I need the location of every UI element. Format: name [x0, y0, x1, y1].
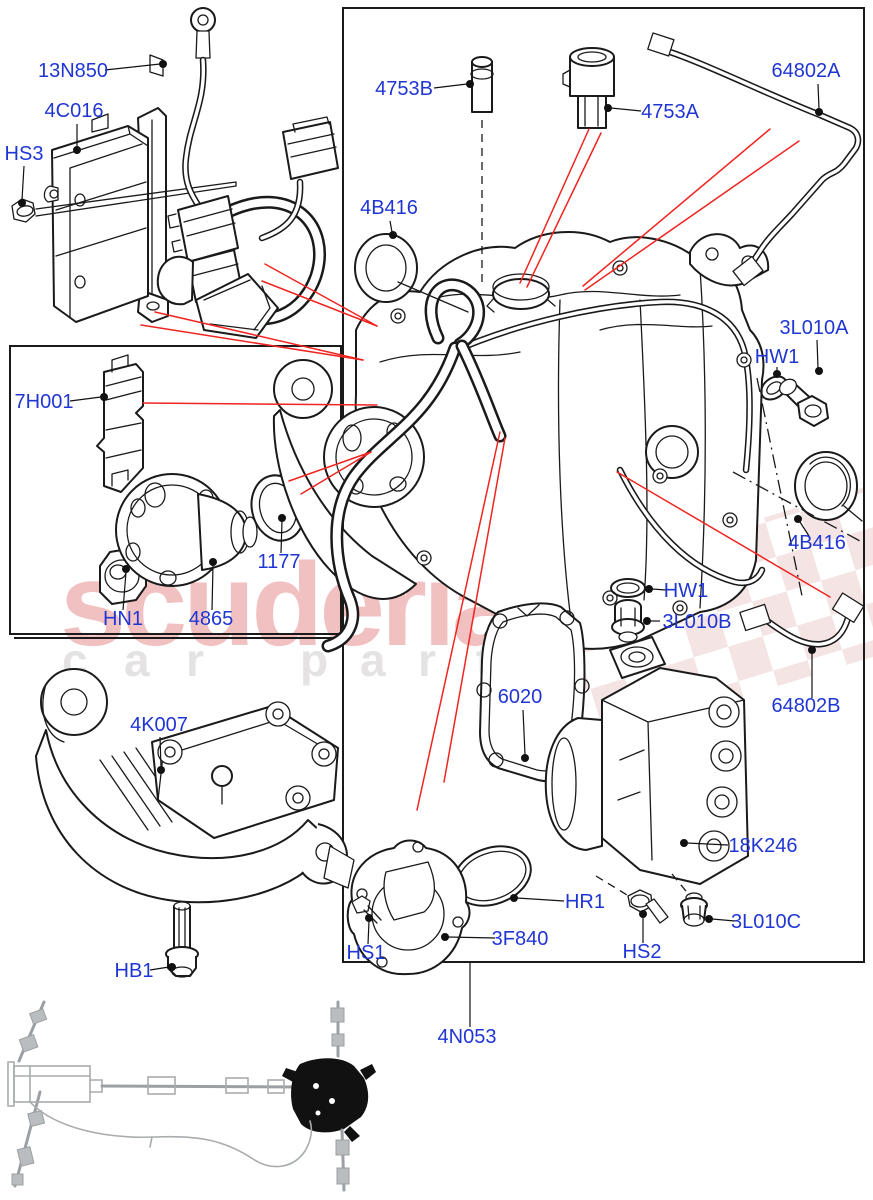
part-plug-3L010B [611, 599, 645, 643]
part-label-4C016: 4C016 [45, 100, 104, 122]
part-rear-drive-module-18K246 [544, 636, 749, 885]
part-label-HS3: HS3 [5, 143, 44, 165]
part-breather-pipe-64802A [647, 32, 862, 287]
part-label-HS2: HS2 [623, 941, 662, 963]
svg-text:a: a [124, 634, 150, 686]
red-pointer-lines [140, 128, 831, 811]
part-label-1177: 1177 [257, 551, 300, 573]
part-label-7H001: 7H001 [15, 391, 74, 413]
part-label-HW1-upper: HW1 [755, 346, 799, 368]
construction-lines [481, 120, 861, 899]
part-label-HB1: HB1 [115, 960, 154, 982]
svg-text:r: r [418, 634, 436, 686]
part-label-4N053: 4N053 [438, 1026, 497, 1048]
part-label-4865: 4865 [189, 608, 234, 630]
part-plug-3L010C [680, 892, 708, 927]
part-label-64802B: 64802B [772, 695, 841, 717]
part-breather-tube-4753B [470, 56, 494, 113]
checkered-flag-watermark [537, 487, 873, 745]
part-damper-7H001 [96, 354, 144, 493]
part-label-18K246: 18K246 [729, 835, 798, 857]
hose-on-unit [321, 278, 507, 653]
part-actuator-cover-3F840 [346, 839, 471, 976]
leader-lines [18, 60, 823, 1027]
part-label-4753A: 4753A [641, 101, 699, 123]
part-bolt-HS2 [627, 889, 669, 924]
part-label-13N850: 13N850 [38, 60, 108, 82]
part-label-4B416-right: 4B416 [788, 532, 846, 554]
part-label-3L010C: 3L010C [731, 911, 801, 933]
highlighted-rear-differential [291, 1058, 369, 1133]
part-label-HW1-lower: HW1 [664, 580, 708, 602]
part-label-6020: 6020 [498, 686, 543, 708]
driveline-thumbnail [7, 1000, 376, 1192]
svg-text:a: a [360, 634, 386, 686]
part-bolt-HS1 [351, 895, 382, 924]
part-labels: 13N850 4C016 HS3 7H001 HN1 4865 1177 4K0… [5, 60, 850, 1048]
part-harness-13N850 [156, 7, 339, 339]
part-label-4753B: 4753B [375, 78, 433, 100]
part-label-3F840: 3F840 [492, 928, 549, 950]
part-label-4B416-left: 4B416 [360, 197, 418, 219]
part-label-4K007: 4K007 [130, 714, 188, 736]
part-seal-4B416-right [794, 451, 863, 522]
part-label-3L010A: 3L010A [780, 317, 850, 339]
part-label-HN1: HN1 [103, 608, 143, 630]
breather-pipe-on-unit [448, 298, 766, 587]
part-main-differential-housing [272, 231, 770, 653]
part-label-64802A: 64802A [772, 60, 842, 82]
part-plug-bolt-3L010A [778, 378, 829, 427]
part-washer-HW1-lower [610, 578, 646, 598]
part-bracket-4K007 [35, 668, 355, 904]
part-label-HR1: HR1 [565, 891, 605, 913]
part-ecu-4C016 [43, 54, 169, 323]
part-breather-valve-4753A [562, 47, 615, 129]
part-hose-64802B [739, 592, 865, 648]
part-bolt-HB1 [165, 901, 199, 978]
part-label-HS1: HS1 [347, 942, 386, 964]
svg-text:r: r [186, 634, 204, 686]
part-seal-4B416-left [354, 233, 469, 313]
part-label-3L010B: 3L010B [663, 611, 732, 633]
part-coupling-4865 [115, 473, 258, 587]
